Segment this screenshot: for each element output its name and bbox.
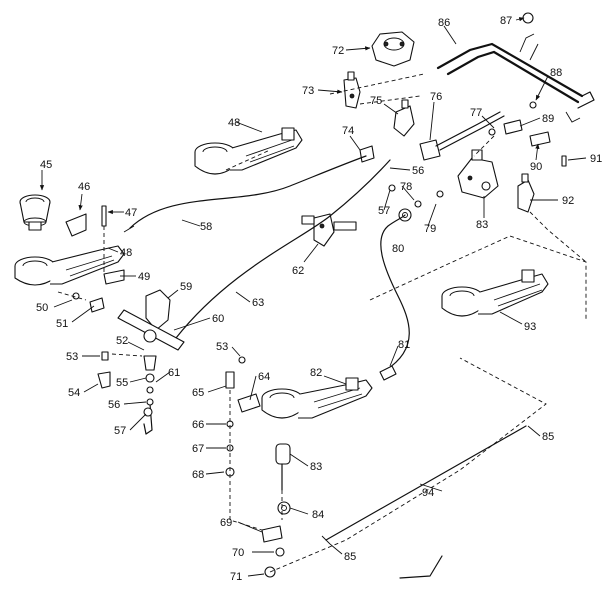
callout-53-center: 53 <box>216 341 228 353</box>
valve-92 <box>517 173 535 213</box>
callout-75: 75 <box>370 95 382 107</box>
callout-56-right: 56 <box>412 165 424 177</box>
callout-89: 89 <box>542 113 554 125</box>
callout-77: 77 <box>470 107 482 119</box>
callout-78: 78 <box>400 181 412 193</box>
callout-73: 73 <box>302 85 314 97</box>
callout-48-rear: 48 <box>228 117 240 129</box>
valve-62 <box>301 213 357 247</box>
burner-left-front <box>14 245 125 286</box>
callout-labels: 45 46 47 48 48 49 50 51 52 53 53 54 55 5… <box>36 15 602 583</box>
callout-71: 71 <box>230 571 242 583</box>
callout-46: 46 <box>78 181 90 193</box>
bracket-59 <box>145 289 171 331</box>
callout-83-upper: 83 <box>476 219 488 231</box>
hardware-small-parts <box>65 12 567 313</box>
tube-57-left <box>143 403 153 435</box>
callout-65: 65 <box>192 387 204 399</box>
callout-50: 50 <box>36 302 48 314</box>
fastener-stack-center <box>225 356 285 578</box>
valve-75 <box>393 99 415 137</box>
callout-52: 52 <box>116 335 128 347</box>
callout-54: 54 <box>68 387 80 399</box>
callout-81: 81 <box>398 339 410 351</box>
callout-63: 63 <box>252 297 264 309</box>
callout-79: 79 <box>424 223 436 235</box>
callout-67: 67 <box>192 443 204 455</box>
callout-49: 49 <box>138 271 150 283</box>
tube-63 <box>175 159 391 339</box>
burner-left-rear <box>194 127 303 175</box>
leader-lines <box>39 17 587 577</box>
callout-45: 45 <box>40 159 52 171</box>
callout-84: 84 <box>312 509 324 521</box>
orifice-tube-60 <box>117 309 185 351</box>
callout-58: 58 <box>200 221 212 233</box>
callout-74: 74 <box>342 125 354 137</box>
callout-85-right: 85 <box>542 431 554 443</box>
callout-80: 80 <box>392 243 404 255</box>
manifold-pipe <box>436 33 595 123</box>
burner-right <box>441 269 549 317</box>
callout-51: 51 <box>56 318 68 330</box>
burner-cap-45 <box>19 194 51 231</box>
valve-83-upper <box>457 149 499 199</box>
callout-60: 60 <box>212 313 224 325</box>
tube-76 <box>435 111 505 151</box>
callout-83-lower: 83 <box>310 461 322 473</box>
callout-82: 82 <box>310 367 322 379</box>
callout-55: 55 <box>116 377 128 389</box>
callout-69: 69 <box>220 517 232 529</box>
callout-68: 68 <box>192 469 204 481</box>
callout-93: 93 <box>524 321 536 333</box>
pressure-regulator <box>371 31 415 67</box>
callout-90: 90 <box>530 161 542 173</box>
fastener-stack-left <box>97 351 157 417</box>
callout-53-left: 53 <box>66 351 78 363</box>
callout-59: 59 <box>180 281 192 293</box>
callout-88: 88 <box>550 67 562 79</box>
tube-58 <box>123 155 367 233</box>
callout-57-left: 57 <box>114 425 126 437</box>
callout-86: 86 <box>438 17 450 29</box>
assembly-guide-lines <box>57 73 587 573</box>
callout-56-left: 56 <box>108 399 120 411</box>
electrode-83-lower <box>275 443 291 515</box>
callout-91: 91 <box>590 153 602 165</box>
callout-87: 87 <box>500 15 512 27</box>
callout-48-front: 48 <box>120 247 132 259</box>
callout-85-lower: 85 <box>344 551 356 563</box>
callout-92: 92 <box>562 195 574 207</box>
callout-61: 61 <box>168 367 180 379</box>
burner-center-front <box>261 377 373 419</box>
rod-94 <box>321 425 527 545</box>
callout-57-right: 57 <box>378 205 390 217</box>
callout-76: 76 <box>430 91 442 103</box>
callout-64: 64 <box>258 371 270 383</box>
callout-62: 62 <box>292 265 304 277</box>
tube-81 <box>379 214 410 381</box>
callout-47: 47 <box>125 207 137 219</box>
callout-70: 70 <box>232 547 244 559</box>
corner-mark <box>399 555 443 579</box>
callout-72: 72 <box>332 45 344 57</box>
valve-73 <box>343 71 361 109</box>
callout-94: 94 <box>422 487 434 499</box>
callout-66: 66 <box>192 419 204 431</box>
